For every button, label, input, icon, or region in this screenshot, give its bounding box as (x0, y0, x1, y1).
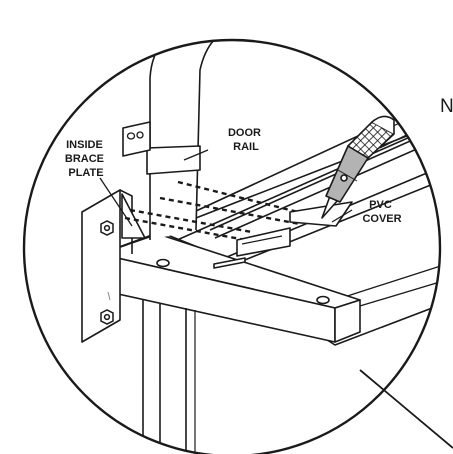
hex-bolt-icon (100, 309, 114, 325)
beam-hole-left (156, 258, 170, 268)
beam-right-face (334, 299, 361, 343)
door-rail-label: DOOR RAIL (228, 127, 264, 153)
inside-brace-plate-shape (121, 193, 146, 239)
door-rail-band (146, 145, 201, 175)
door-post-lower (142, 300, 187, 454)
dashed-alignment-lines (124, 180, 301, 242)
magnifier-circle (22, 38, 442, 454)
pvc-cover-strip-lower (236, 227, 291, 257)
beam-hole-right (316, 295, 330, 305)
pvc-cover-label: PVC COVER (362, 199, 401, 225)
bracket-bolt-icon (126, 131, 144, 140)
utility-knife-icon (321, 115, 395, 219)
cut-off-letter: N (440, 96, 453, 117)
magnifier-leader-line (359, 369, 453, 449)
door-rail-upright (149, 40, 236, 240)
upper-bracket (122, 121, 151, 157)
hex-bolt-icon (100, 220, 114, 236)
long-rail-lower (149, 117, 440, 253)
callout-leaders (99, 149, 353, 227)
beam-shadow (107, 291, 111, 301)
inside-brace-plate-label: INSIDE BRACE PLATE (65, 139, 107, 179)
magnified-detail (81, 40, 440, 454)
